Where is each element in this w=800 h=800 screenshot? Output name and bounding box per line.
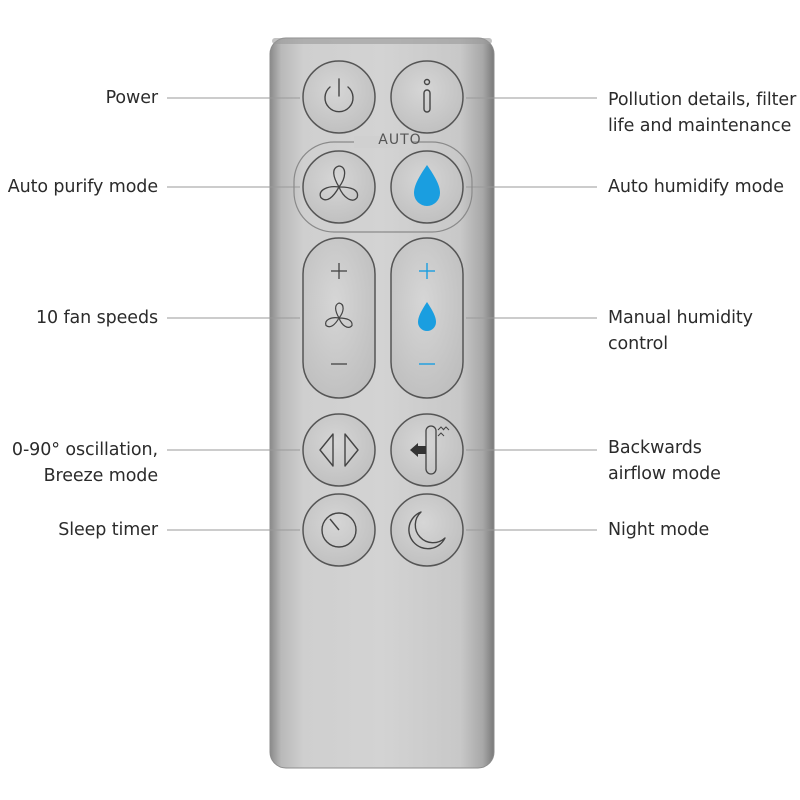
callout-pollution-details: Pollution details, filter life and maint… (608, 87, 796, 139)
info-button[interactable] (390, 60, 464, 134)
callout-manual-humidity: Manual humidity control (608, 305, 753, 357)
remote-top-edge (272, 38, 492, 44)
water-drop-icon (414, 165, 440, 206)
callout-sleep-timer: Sleep timer (58, 517, 158, 543)
callout-text: Pollution details, filter (608, 90, 797, 110)
sleep-timer-button[interactable] (302, 493, 376, 567)
callout-text: airflow mode (608, 464, 721, 484)
callout-text: Power (105, 88, 159, 108)
fan-icon (319, 165, 359, 201)
callout-text: Auto humidify mode (608, 177, 784, 197)
callout-lines (167, 97, 597, 531)
power-button[interactable] (302, 60, 376, 134)
auto-purify-button[interactable] (302, 150, 376, 224)
backwards-airflow-button[interactable] (390, 413, 464, 487)
callout-power: Power (105, 85, 159, 111)
water-drop-icon (418, 302, 436, 331)
power-icon (324, 78, 354, 113)
callout-backwards-airflow: Backwards airflow mode (608, 435, 721, 487)
callout-text: life and maintenance (608, 116, 792, 136)
moon-icon (408, 511, 446, 550)
callout-text: control (608, 334, 668, 354)
fan-speed-plus-icon (331, 263, 347, 279)
callout-oscillation: 0-90° oscillation, Breeze mode (12, 437, 158, 489)
auto-group-label: AUTO (378, 132, 422, 148)
oscillation-arrows-icon (319, 433, 359, 467)
callout-text: Sleep timer (58, 520, 158, 540)
callout-night-mode: Night mode (608, 517, 709, 543)
callout-text: Night mode (608, 520, 710, 540)
auto-label-gap (354, 136, 412, 148)
callout-text: Breeze mode (43, 466, 159, 486)
night-mode-button[interactable] (390, 493, 464, 567)
backwards-airflow-icon (410, 425, 450, 475)
callout-auto-purify: Auto purify mode (8, 174, 158, 200)
info-icon (423, 78, 431, 113)
timer-icon (321, 512, 357, 548)
auto-humidify-button[interactable] (390, 150, 464, 224)
callout-text: 0-90° oscillation, (11, 440, 158, 460)
callout-text: Backwards (608, 438, 702, 458)
callout-fan-speeds: 10 fan speeds (36, 305, 158, 331)
fan-icon (325, 302, 353, 328)
fan-speed-rocker[interactable] (302, 237, 376, 399)
callout-text: 10 fan speeds (35, 308, 158, 328)
callout-auto-humidify: Auto humidify mode (608, 174, 784, 200)
humidity-rocker[interactable] (390, 237, 464, 399)
callout-text: Manual humidity (608, 308, 753, 328)
oscillation-button[interactable] (302, 413, 376, 487)
humidity-plus-icon (419, 263, 435, 279)
callout-text: Auto purify mode (7, 177, 158, 197)
